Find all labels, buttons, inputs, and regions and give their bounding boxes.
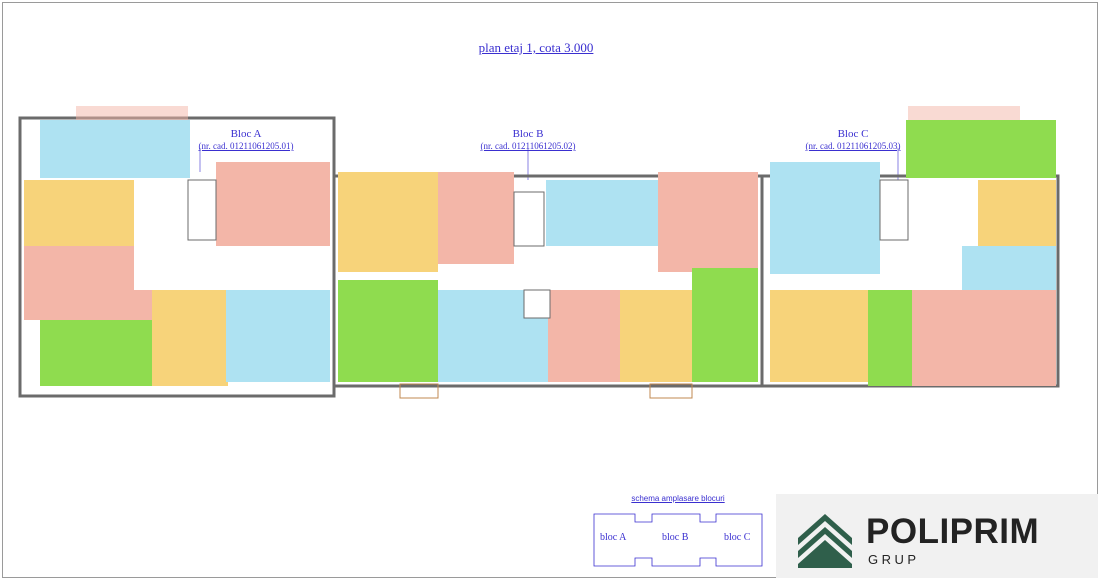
bloc-a-label: Bloc A (nr. cad. 0121106120​5.01): [196, 128, 296, 152]
bloc-a-cadastral: (nr. cad. 0121106120​5.01): [198, 141, 294, 151]
apartment-orange: [620, 290, 692, 382]
apartment-orange: [152, 290, 228, 386]
apartment-blue: [40, 120, 190, 178]
schema-bloc-a: bloc A: [600, 532, 627, 543]
entrance-canopy: [649, 383, 693, 399]
bloc-c-name: Bloc C: [837, 128, 869, 140]
bloc-c-cadastral: (nr. cad. 0121106120​5.03): [805, 141, 901, 151]
bloc-b-label: Bloc B (nr. cad. 0121106120​5.02): [478, 128, 578, 152]
schema-outline: [593, 513, 763, 567]
apartment-pink: [438, 172, 514, 264]
apartment-pink: [24, 246, 134, 290]
apartment-green: [40, 320, 152, 386]
apartment-pink: [912, 290, 1056, 386]
logo-name: POLIPRIM: [866, 512, 1040, 551]
apartment-blue: [546, 180, 658, 246]
house-logo-icon: [798, 514, 852, 568]
apartment-blue: [770, 162, 880, 274]
corridor: [880, 246, 962, 290]
apartment-green: [338, 280, 438, 382]
schema-bloc-b: bloc B: [662, 532, 689, 543]
balcony: [76, 106, 188, 120]
apartment-blue: [226, 290, 330, 382]
apartment-green: [868, 290, 912, 386]
logo-subtitle: GRUP: [868, 552, 920, 567]
apartment-orange: [978, 180, 1056, 246]
apartment-green: [906, 120, 1056, 178]
bloc-a-plan: [18, 106, 336, 398]
apartment-orange: [338, 172, 438, 272]
bloc-c-plan: [760, 106, 1060, 388]
stairwell: [513, 191, 545, 247]
apartment-orange: [24, 180, 134, 246]
balcony: [908, 106, 1020, 120]
apartment-green: [692, 268, 758, 382]
stairwell: [187, 179, 217, 241]
stairwell: [879, 179, 909, 241]
bloc-b-name: Bloc B: [512, 128, 544, 140]
elevator: [523, 289, 551, 319]
apartment-orange: [770, 290, 868, 382]
apartment-pink: [658, 172, 758, 272]
bloc-b-plan: [332, 172, 764, 399]
apartment-pink: [24, 290, 154, 320]
entrance-canopy: [399, 383, 439, 399]
schema-title: schema amplasare blocuri: [631, 494, 725, 503]
apartment-pink: [548, 290, 620, 382]
schema-amplasare: schema amplasare blocuri bloc A bloc B b…: [578, 494, 778, 574]
plan-title: plan etaj 1, cota 3.000: [478, 40, 594, 55]
schema-bloc-c: bloc C: [724, 532, 751, 543]
bloc-b-cadastral: (nr. cad. 0121106120​5.02): [480, 141, 576, 151]
bloc-a-name: Bloc A: [230, 128, 262, 140]
bloc-c-label: Bloc C (nr. cad. 0121106120​5.03): [803, 128, 903, 152]
corridor: [134, 246, 330, 290]
